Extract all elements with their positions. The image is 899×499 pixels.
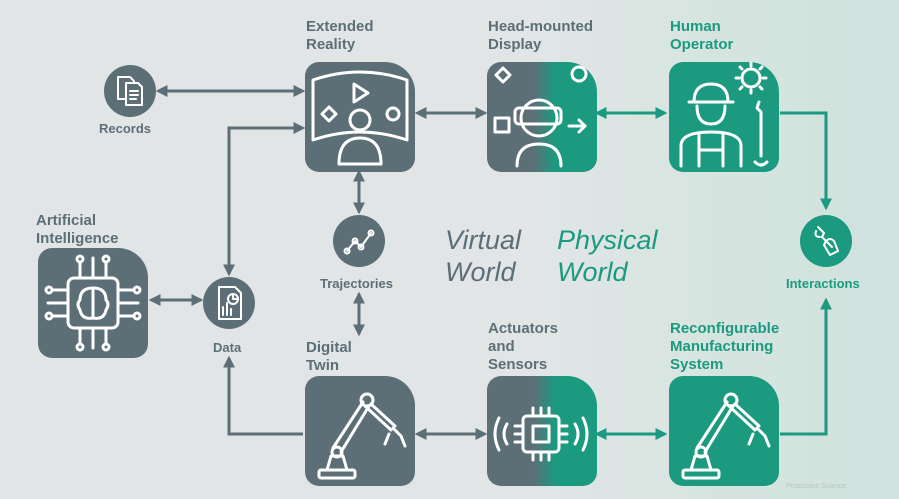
artificial-intelligence-node[interactable] bbox=[38, 248, 148, 358]
document-icon bbox=[117, 76, 143, 106]
robot-arm-icon bbox=[681, 392, 771, 480]
worker-icon bbox=[679, 62, 769, 168]
trajectories-node[interactable] bbox=[333, 215, 385, 267]
label-interactions: Interactions bbox=[786, 276, 860, 291]
vr-headset-icon bbox=[493, 65, 588, 168]
robot-arm-icon bbox=[317, 392, 407, 480]
human-operator-node[interactable] bbox=[669, 62, 779, 172]
link-data-xr bbox=[223, 122, 306, 277]
label-data: Data bbox=[213, 340, 242, 355]
digital-twin-node[interactable] bbox=[305, 376, 415, 486]
report-icon bbox=[218, 286, 242, 320]
label-records: Records bbox=[99, 121, 152, 136]
extended-reality-node[interactable] bbox=[305, 62, 415, 172]
link-twin-data bbox=[223, 355, 303, 436]
records-node[interactable] bbox=[104, 65, 156, 117]
trajectory-icon bbox=[343, 229, 375, 255]
interactions-node[interactable] bbox=[800, 215, 852, 267]
link-operator-interactions bbox=[780, 111, 832, 211]
chip-sensor-icon bbox=[493, 406, 589, 462]
label-trajectories: Trajectories bbox=[320, 276, 393, 291]
watermark: Production Science bbox=[786, 483, 847, 490]
link-interactions-rms bbox=[780, 297, 832, 436]
data-node[interactable] bbox=[203, 277, 255, 329]
brain-chip-icon bbox=[44, 254, 142, 352]
reconfigurable-manufacturing-system-node[interactable] bbox=[669, 376, 779, 486]
vr-environment-icon bbox=[311, 70, 409, 166]
wrench-icon bbox=[753, 100, 769, 167]
hand-tool-icon bbox=[814, 226, 839, 256]
gear-icon bbox=[734, 62, 768, 95]
actuators-sensors-node[interactable] bbox=[487, 376, 597, 486]
head-mounted-display-node[interactable] bbox=[487, 62, 597, 172]
